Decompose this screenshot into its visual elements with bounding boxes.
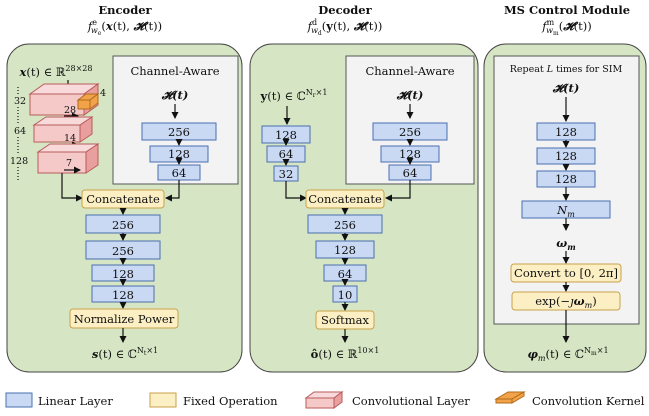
legend-kernel-label: Convolution Kernel: [532, 394, 645, 408]
conv-layer-swatch: [304, 391, 344, 409]
ms-control-layer-1-label: 128: [555, 125, 577, 139]
encoder-output-label: s(t) ∈ ℂNt×1: [92, 346, 158, 361]
conv-kernel-swatch: [494, 391, 526, 404]
decoder-layer-1-label: 256: [334, 218, 356, 232]
decoder-input-label: y(t) ∈ ℂNr×1: [260, 88, 328, 103]
legend: Linear Layer Fixed Operation Convolution…: [5, 391, 645, 409]
encoder-input-label: x(t) ∈ ℝ28×28: [19, 64, 93, 79]
ms-control-title: MS Control Module: [504, 3, 630, 17]
encoder-layer-3-label: 128: [112, 267, 134, 281]
conv-inner-size-1: 28: [64, 105, 76, 116]
ms-control-omega-label: ωm: [556, 236, 575, 252]
arrow: [285, 181, 307, 202]
encoder-normalize-box: [69, 308, 179, 329]
legend-linear-label: Linear Layer: [38, 394, 113, 408]
linear-layer-swatch: [5, 392, 33, 408]
decoder-output-label: ô(t) ∈ ℝ10×1: [311, 346, 380, 361]
decoder-input-layer-1-label: 128: [275, 128, 297, 142]
decoder-channel-aware-title: Channel-Aware: [365, 64, 454, 78]
decoder-ca-layer-1-label: 256: [399, 125, 421, 139]
arrow: [61, 173, 83, 202]
arrow: [385, 180, 411, 202]
conv-kernel-front: [77, 99, 91, 110]
ms-control-nm-label: Nm: [556, 203, 575, 219]
fixed-operation-swatch: [149, 392, 177, 408]
decoder-ca-layer-3-label: 64: [403, 166, 418, 180]
decoder-layer-4-label: 10: [338, 288, 353, 302]
ms-control-repeat-label: Repeat L times for SIM: [510, 64, 623, 75]
encoder-concat-label: Concatenate: [86, 192, 160, 206]
encoder-channel-input: 𝓗(t): [161, 88, 189, 102]
kernel-size-label: 4: [100, 88, 106, 99]
conv-layer-1: [28, 83, 100, 116]
encoder-channel-aware-title: Channel-Aware: [130, 64, 219, 78]
conv-dim-1: 32: [14, 96, 26, 107]
conv-inner-size-3: 7: [66, 158, 72, 169]
conv-layer-2: [32, 116, 94, 143]
legend-conv-label: Convolutional Layer: [352, 394, 470, 408]
ms-control-layer-2-label: 128: [555, 149, 577, 163]
decoder-concat-label: Concatenate: [308, 192, 382, 206]
arrow: [165, 180, 180, 202]
decoder-input-layer-2-label: 64: [279, 147, 294, 161]
decoder-input-layer-3-label: 32: [279, 167, 294, 181]
decoder-layer-3-label: 64: [338, 267, 353, 281]
legend-fixed-label: Fixed Operation: [183, 394, 278, 408]
conv-inner-size-2: 14: [64, 133, 76, 144]
ms-control-layer-3-label: 128: [555, 172, 577, 186]
decoder-ca-layer-2-label: 128: [399, 147, 421, 161]
encoder-ca-layer-2-label: 128: [168, 147, 190, 161]
decoder-title: Decoder: [318, 3, 372, 17]
encoder-layer-2-label: 256: [112, 244, 134, 258]
encoder-ca-layer-1-label: 256: [168, 125, 190, 139]
encoder-normalize-label: Normalize Power: [74, 312, 175, 326]
decoder-layer-2-label: 128: [334, 243, 356, 257]
decoder-softmax-label: Softmax: [321, 313, 369, 327]
decoder-channel-input: 𝓗(t): [396, 88, 424, 102]
encoder-layer-4-label: 128: [112, 288, 134, 302]
encoder-title: Encoder: [98, 3, 152, 17]
ms-control-output-label: φm(t) ∈ ℂNm×1: [527, 346, 608, 363]
ms-control-exp-label: exp(−ȷωm): [535, 294, 596, 310]
ms-control-convert-label: Convert to [0, 2π]: [514, 266, 618, 280]
encoder-layer-1-label: 256: [112, 218, 134, 232]
conv-dim-3: 128: [10, 156, 28, 167]
conv-dim-2: 64: [14, 126, 26, 137]
ms-control-channel-input: 𝓗(t): [552, 81, 580, 95]
encoder-ca-layer-3-label: 64: [172, 166, 187, 180]
